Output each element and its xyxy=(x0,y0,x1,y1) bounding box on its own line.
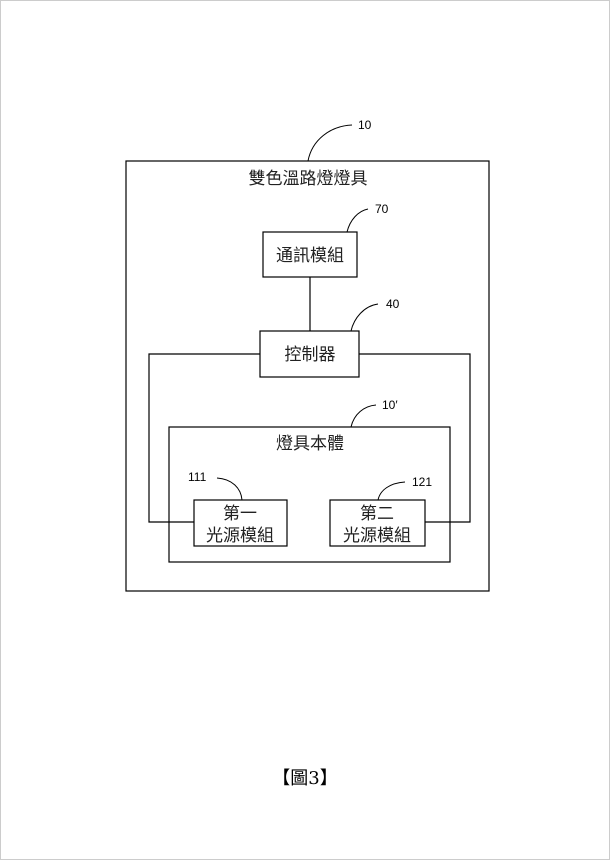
controller-label: 控制器 xyxy=(285,345,336,365)
ref-40: 40 xyxy=(386,297,400,311)
comm-module-label: 通訊模組 xyxy=(276,246,344,266)
outer-lamp-box xyxy=(125,160,490,592)
ref-121: 121 xyxy=(412,475,432,489)
figure-caption: 【圖3】 xyxy=(272,768,337,789)
ref-70: 70 xyxy=(375,202,389,216)
leader-40 xyxy=(350,303,379,332)
leader-121 xyxy=(377,481,406,501)
light-module-1-line1: 第一 xyxy=(223,504,257,524)
ref-111: 111 xyxy=(188,470,207,484)
ref-10prime: 10′ xyxy=(382,398,398,412)
ref-10: 10 xyxy=(358,118,372,132)
light-module-1-box xyxy=(193,499,288,547)
leader-10 xyxy=(307,124,353,162)
leader-70 xyxy=(346,208,369,233)
lamp-body-title: 燈具本體 xyxy=(276,434,344,454)
controller-to-module1-link xyxy=(148,353,260,523)
light-module-2-line1: 第二 xyxy=(360,504,394,524)
leader-10prime xyxy=(350,404,377,428)
outer-title: 雙色溫路燈燈具 xyxy=(249,169,368,189)
light-module-2-line2: 光源模組 xyxy=(343,526,411,546)
leader-111 xyxy=(216,477,243,501)
light-module-2-box xyxy=(329,499,426,547)
light-module-1-line2: 光源模組 xyxy=(206,526,274,546)
lamp-body-box xyxy=(168,426,451,563)
controller-to-module2-link xyxy=(359,353,471,523)
